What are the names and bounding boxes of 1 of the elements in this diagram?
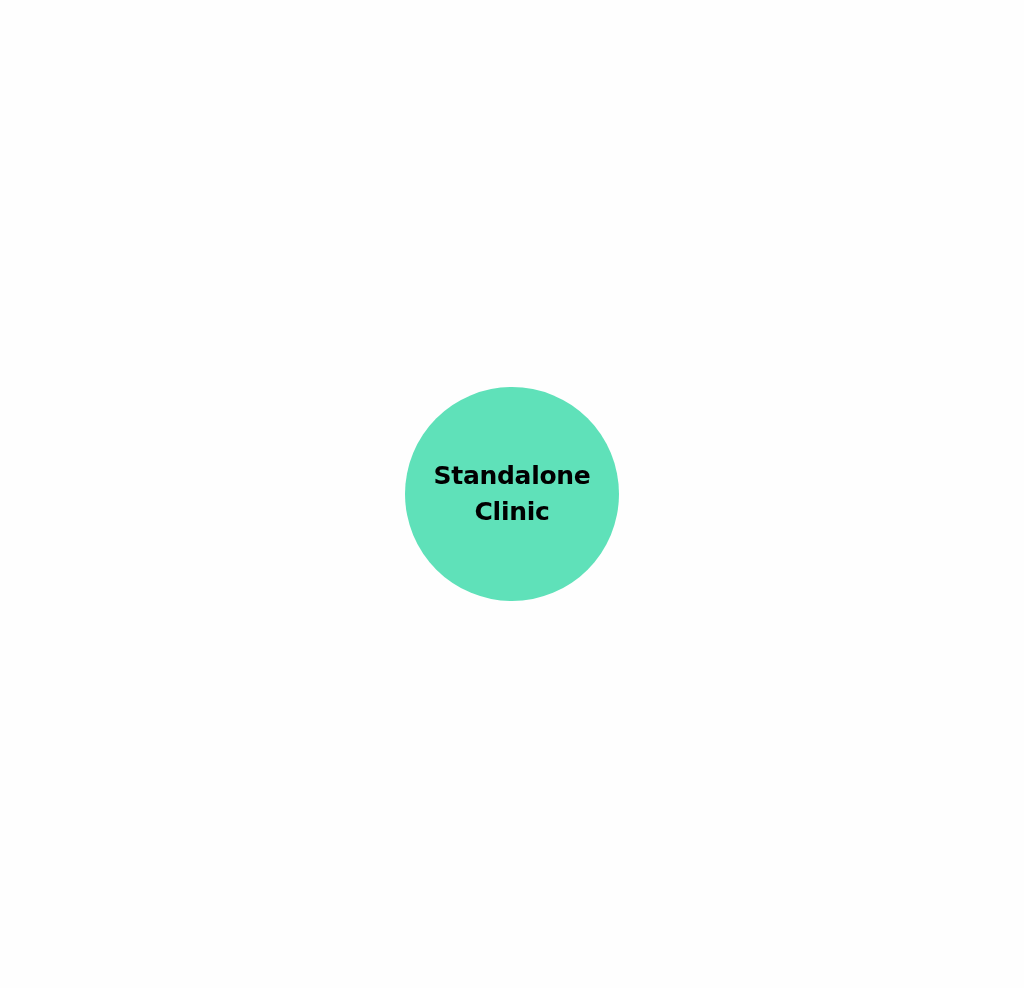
node-label: Standalone Clinic — [432, 460, 592, 528]
